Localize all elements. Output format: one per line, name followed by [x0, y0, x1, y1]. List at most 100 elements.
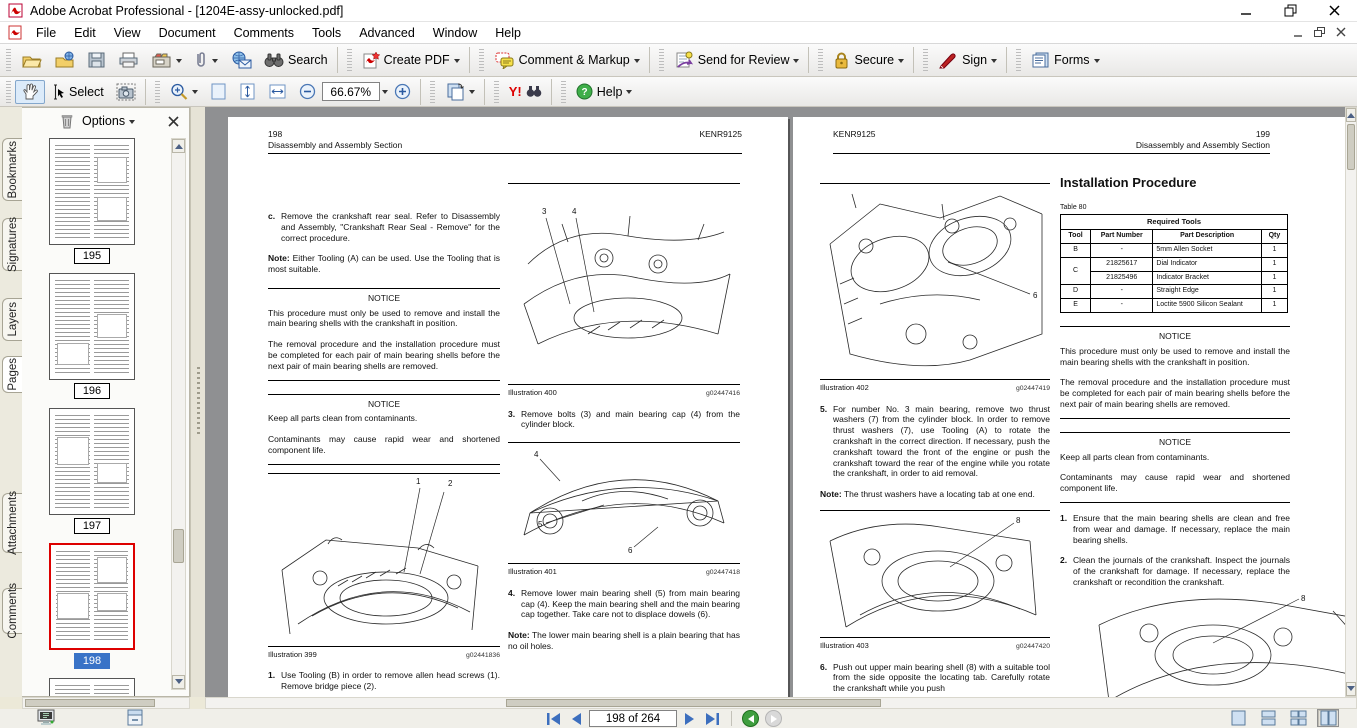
panel-scroll-down[interactable] — [172, 675, 185, 689]
thumbnail-label-selected[interactable]: 198 — [74, 653, 110, 669]
menu-window[interactable]: Window — [424, 24, 486, 42]
actual-size-button[interactable] — [204, 79, 233, 104]
panel-scrollbar-horizontal[interactable] — [22, 697, 190, 709]
toolbar-grip[interactable] — [6, 49, 11, 71]
attach-button[interactable] — [188, 48, 224, 72]
sign-button[interactable]: Sign — [932, 48, 1003, 72]
help-button[interactable]: ? Help — [570, 80, 639, 103]
pdf-page-198[interactable]: KENR9125 198 Disassembly and Assembly Se… — [228, 117, 788, 697]
comment-markup-button[interactable]: Comment & Markup — [488, 48, 646, 72]
toolbar-grip[interactable] — [155, 81, 160, 103]
fit-page-button[interactable] — [233, 79, 262, 104]
mdi-close-button[interactable] — [1336, 27, 1347, 38]
fit-width-button[interactable] — [262, 80, 293, 103]
next-view-button[interactable] — [765, 710, 782, 727]
page-display-dropdown-caret[interactable] — [469, 90, 475, 97]
search-button[interactable]: Search — [258, 49, 334, 71]
send-for-review-button[interactable]: Send for Review — [668, 48, 806, 73]
minimize-button[interactable] — [1239, 4, 1253, 18]
create-pdf-button[interactable]: Create PDF — [356, 48, 466, 73]
document-area[interactable]: KENR9125 198 Disassembly and Assembly Se… — [205, 107, 1345, 697]
toolbar-grip[interactable] — [1016, 49, 1021, 71]
menu-file[interactable]: File — [27, 24, 65, 42]
yahoo-search-button[interactable]: Y! — [503, 81, 548, 102]
menu-edit[interactable]: Edit — [65, 24, 105, 42]
zoom-in-button[interactable] — [388, 80, 417, 103]
toolbar-grip[interactable] — [494, 81, 499, 103]
first-page-button[interactable] — [545, 712, 563, 726]
tab-pages[interactable]: Pages — [2, 356, 23, 393]
thumbnail-page-197[interactable]: 197 — [49, 408, 135, 534]
menu-advanced[interactable]: Advanced — [350, 24, 424, 42]
doc-scroll-up[interactable] — [1346, 108, 1356, 122]
send-review-dropdown-caret[interactable] — [793, 59, 799, 66]
thumbnail-page-196[interactable]: 196 — [49, 273, 135, 399]
pdf-page-199[interactable]: KENR9125 199 Disassembly and Assembly Se… — [793, 117, 1345, 697]
continuous-facing-button[interactable] — [1287, 709, 1309, 727]
facing-pages-button[interactable] — [1317, 709, 1339, 727]
thumbnail-label[interactable]: 196 — [74, 383, 110, 399]
toolbar-grip[interactable] — [430, 81, 435, 103]
forms-button[interactable]: Forms — [1025, 48, 1105, 72]
zoom-out-button[interactable] — [293, 80, 322, 103]
page-size-icon[interactable] — [126, 709, 144, 726]
page-thumbnail-selected[interactable] — [49, 543, 135, 650]
select-tool-button[interactable]: Select — [45, 81, 110, 103]
mdi-minimize-button[interactable] — [1293, 27, 1304, 38]
page-thumbnail[interactable] — [49, 408, 135, 515]
secure-button[interactable]: Secure — [827, 48, 910, 73]
panel-hscroll-thumb[interactable] — [25, 699, 155, 707]
doc-scroll-thumb[interactable] — [1347, 124, 1355, 170]
zoom-level-dropdown-caret[interactable] — [382, 90, 388, 97]
tab-attachments[interactable]: Attachments — [2, 493, 22, 553]
zoom-tool-button[interactable] — [164, 80, 204, 104]
thumbnail-page-195[interactable]: 195 — [49, 138, 135, 264]
create-pdf-dropdown-caret[interactable] — [454, 59, 460, 66]
sign-dropdown-caret[interactable] — [991, 59, 997, 66]
next-page-button[interactable] — [683, 712, 697, 726]
page-thumbnail[interactable] — [49, 273, 135, 380]
toolbar-grip[interactable] — [6, 81, 11, 103]
menu-tools[interactable]: Tools — [303, 24, 350, 42]
thumbnail-page-partial[interactable] — [49, 678, 135, 696]
doc-scroll-down[interactable] — [1346, 682, 1356, 696]
zoom-dropdown-caret[interactable] — [192, 90, 198, 97]
doc-hscroll-thumb[interactable] — [506, 699, 881, 707]
options-menu-button[interactable]: Options — [82, 114, 135, 128]
tab-bookmarks[interactable]: Bookmarks — [2, 138, 22, 201]
menu-comments[interactable]: Comments — [225, 24, 303, 42]
comment-markup-dropdown-caret[interactable] — [634, 59, 640, 66]
attach-dropdown-caret[interactable] — [212, 59, 218, 66]
open-web-button[interactable] — [48, 48, 81, 72]
page-display-button[interactable] — [439, 79, 481, 104]
toolbar-grip[interactable] — [923, 49, 928, 71]
thumbnail-page-198[interactable]: 198 — [49, 543, 135, 669]
secure-dropdown-caret[interactable] — [898, 59, 904, 66]
page-thumbnail[interactable] — [49, 678, 135, 696]
toolbar-grip[interactable] — [561, 81, 566, 103]
menu-view[interactable]: View — [105, 24, 150, 42]
forms-dropdown-caret[interactable] — [1094, 59, 1100, 66]
toolbar-grip[interactable] — [347, 49, 352, 71]
hand-tool-button[interactable] — [15, 80, 45, 104]
monitor-icon[interactable] — [36, 709, 56, 726]
zoom-level-field[interactable] — [322, 82, 380, 101]
save-button[interactable] — [81, 48, 112, 72]
snapshot-tool-button[interactable] — [110, 80, 142, 104]
thumbnail-label[interactable]: 197 — [74, 518, 110, 534]
page-thumbnail[interactable] — [49, 138, 135, 245]
panel-scroll-up[interactable] — [172, 139, 185, 153]
toolbar-grip[interactable] — [479, 49, 484, 71]
document-scrollbar-horizontal[interactable] — [205, 697, 1357, 709]
tab-signatures[interactable]: Signatures — [2, 218, 22, 271]
delete-page-icon[interactable] — [60, 113, 74, 129]
tab-layers[interactable]: Layers — [2, 298, 22, 341]
mdi-restore-button[interactable] — [1314, 27, 1326, 38]
single-page-button[interactable] — [1227, 709, 1249, 727]
document-scrollbar-vertical[interactable] — [1345, 107, 1357, 697]
organizer-button[interactable] — [145, 48, 188, 72]
close-button[interactable] — [1327, 4, 1341, 18]
email-button[interactable] — [224, 48, 258, 72]
panel-scroll-thumb[interactable] — [173, 529, 184, 563]
open-button[interactable] — [15, 48, 48, 72]
